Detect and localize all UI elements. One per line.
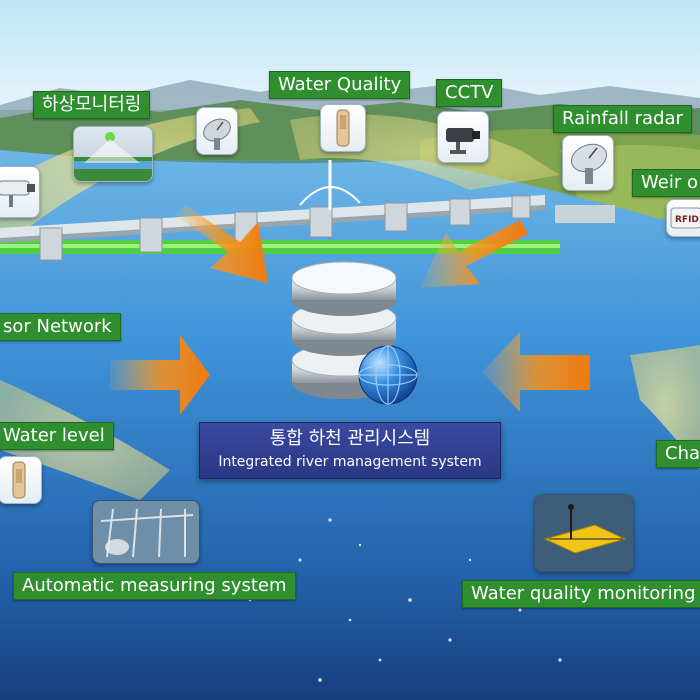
water-level-tile[interactable]	[0, 456, 42, 504]
rfid-tile[interactable]: RFID	[666, 199, 700, 237]
rainfall-radar-tile[interactable]	[562, 135, 614, 191]
satellite-dish-icon	[203, 118, 231, 150]
river-monitoring-tile[interactable]	[73, 126, 153, 182]
river-monitoring-icon	[74, 132, 152, 181]
arrow-top-left	[175, 205, 268, 283]
radar-dish-icon	[571, 143, 607, 184]
measuring-station-icon	[93, 501, 199, 563]
central-system-caption: 통합 하천 관리시스템 Integrated river management …	[199, 422, 501, 479]
buoy-monitoring-icon	[535, 495, 633, 571]
caption-title-en: Integrated river management system	[218, 454, 482, 470]
arrow-top-right	[420, 220, 528, 288]
satellite-tile[interactable]	[196, 107, 238, 155]
label-sensor-network[interactable]: sor Network	[0, 313, 121, 341]
rfid-tag-icon: RFID	[670, 207, 700, 229]
globe-icon	[358, 345, 418, 405]
water-level-gauge-icon	[12, 461, 26, 499]
label-rainfall-radar[interactable]: Rainfall radar	[553, 105, 692, 133]
label-channel[interactable]: Cha	[656, 440, 700, 468]
label-weir[interactable]: Weir o	[632, 169, 700, 197]
label-water-quality-monitoring[interactable]: Water quality monitoring	[462, 580, 700, 608]
caption-title-ko: 통합 하천 관리시스템	[269, 428, 431, 449]
label-cctv[interactable]: CCTV	[436, 79, 503, 107]
rfid-text: RFID	[675, 215, 699, 225]
arrow-left	[110, 335, 210, 415]
sensor-camera-tile[interactable]	[0, 166, 40, 218]
water-quality-tile[interactable]	[320, 104, 366, 152]
label-water-level[interactable]: Water level	[0, 422, 114, 450]
automatic-measuring-tile[interactable]	[92, 500, 200, 564]
water-quality-sensor-icon	[336, 109, 350, 147]
water-quality-monitoring-tile[interactable]	[534, 494, 634, 572]
label-automatic-measuring[interactable]: Automatic measuring system	[13, 572, 296, 600]
arrow-right	[482, 332, 590, 412]
cctv-camera-icon	[0, 180, 35, 207]
cctv-tile[interactable]	[437, 111, 489, 163]
label-water-quality[interactable]: Water Quality	[269, 71, 411, 99]
cctv-camera-icon	[446, 128, 480, 154]
label-river-monitoring[interactable]: 하상모니터링	[33, 91, 151, 119]
